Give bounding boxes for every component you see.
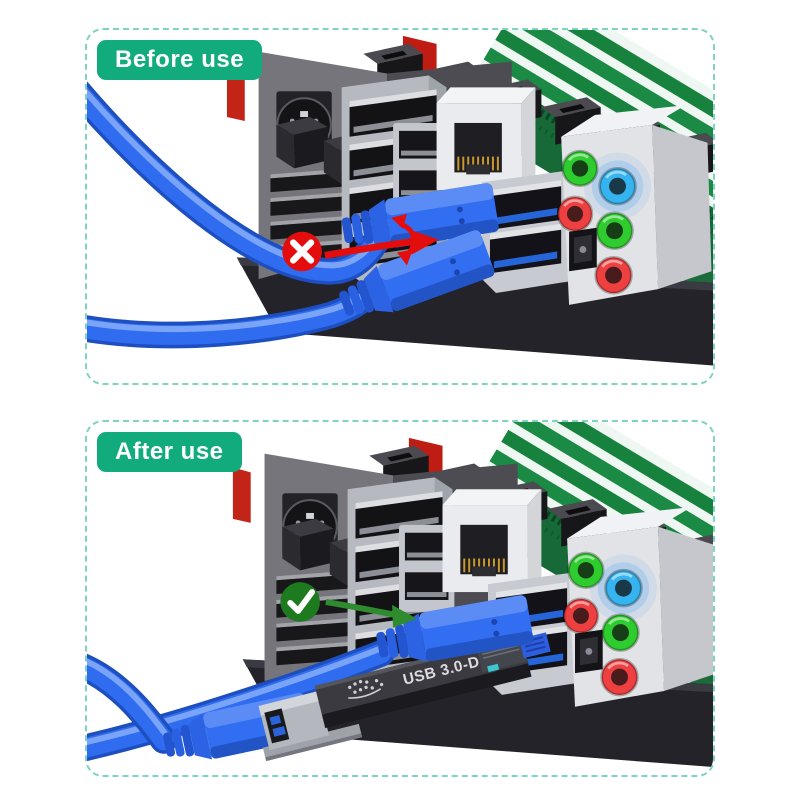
- green-check-icon: [280, 582, 320, 622]
- red-x-icon: [282, 231, 322, 272]
- before-label: Before use: [97, 40, 263, 81]
- adapter-female-port: [258, 691, 330, 751]
- before-scene: [87, 30, 713, 383]
- before-panel: Before use: [85, 28, 715, 385]
- red-arrow-icon: [324, 229, 439, 259]
- after-scene: USB 3.0-D: [87, 422, 713, 775]
- brand-logo: [348, 678, 384, 699]
- rotation-conflict-arrow-icon: [391, 213, 417, 266]
- adapter-bracket: [262, 723, 362, 761]
- green-arrow-icon: [325, 599, 417, 628]
- after-label: After use: [97, 432, 242, 473]
- after-panel: After use: [85, 420, 715, 777]
